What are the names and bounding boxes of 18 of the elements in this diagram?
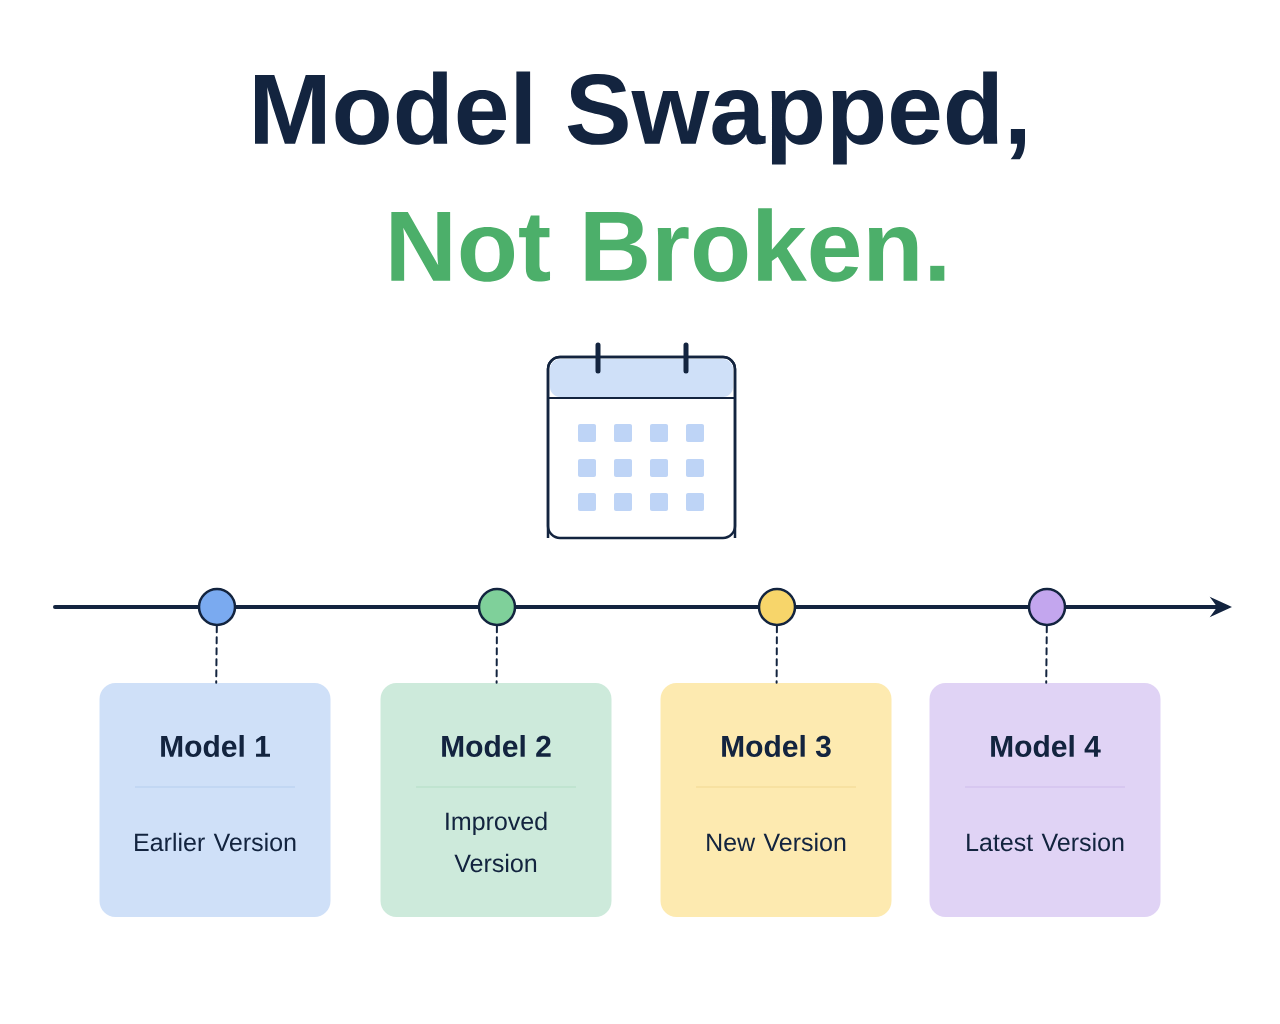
timeline-dot xyxy=(1027,587,1067,627)
timeline-dot xyxy=(197,587,237,627)
timeline-line xyxy=(794,605,1030,609)
connector-line xyxy=(495,625,498,684)
timeline-dot xyxy=(757,587,797,627)
model-card: Model 3 New Version xyxy=(660,683,892,917)
timeline-line xyxy=(514,605,760,609)
title: Model Swapped, xyxy=(255,71,1025,165)
connector-line xyxy=(215,625,218,684)
model-card: Model 1 Earlier Version xyxy=(99,683,331,917)
model-card: Model 2 Improved Version xyxy=(380,683,612,917)
model-card: Model 4 Latest Version xyxy=(929,683,1161,917)
timeline-line xyxy=(234,605,480,609)
timeline-line xyxy=(53,605,200,609)
connector-line xyxy=(1045,625,1048,684)
subtitle: Not Broken. xyxy=(391,208,945,282)
connector-line xyxy=(775,625,778,684)
timeline-dot xyxy=(477,587,517,627)
